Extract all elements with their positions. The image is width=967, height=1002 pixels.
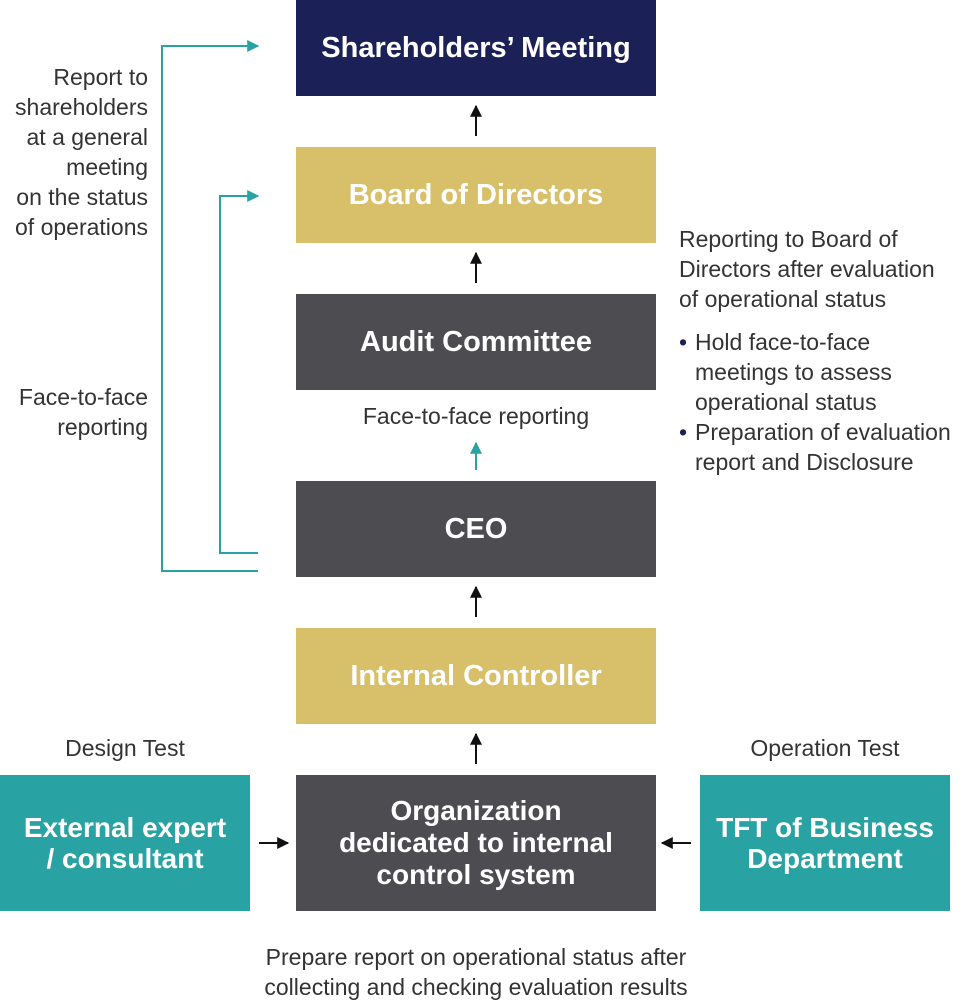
- face-to-face-center-label: Face-to-face reporting: [362, 403, 590, 429]
- audit-committee-label: Audit Committee: [360, 325, 592, 358]
- prepare-report-line-2: collecting and checking evaluation resul…: [264, 974, 688, 1000]
- shareholders-meeting-label: Shareholders’ Meeting: [321, 31, 631, 64]
- tft-business-box: TFT of Business Department: [700, 775, 950, 911]
- loop-to-shareholders: [161, 40, 260, 572]
- board-reporting-bullets: Hold face-to-face meetings to assess ope…: [679, 327, 967, 477]
- organization-box: Organization dedicated to internal contr…: [296, 775, 656, 911]
- tft-business-label-line-2: Department: [747, 843, 903, 874]
- face-to-face-left-label: Face-to-face reporting: [0, 382, 148, 442]
- board-reporting-line-1: Reporting to Board of: [679, 226, 898, 252]
- report-line-6: of operations: [15, 214, 148, 240]
- report-to-shareholders-label: Report to shareholders at a general meet…: [0, 62, 148, 242]
- face-to-face-left-line-2: reporting: [57, 414, 148, 440]
- board-reporting-label: Reporting to Board of Directors after ev…: [679, 224, 967, 314]
- report-line-4: meeting: [66, 154, 148, 180]
- report-line-5: on the status: [16, 184, 148, 210]
- report-line-1: Report to: [53, 64, 148, 90]
- report-line-3: at a general: [26, 124, 148, 150]
- bullet-2-line-2: report and Disclosure: [695, 449, 914, 475]
- organization-label-line-2: dedicated to internal: [339, 827, 613, 858]
- internal-controller-label: Internal Controller: [350, 659, 602, 692]
- design-test-label: Design Test: [65, 735, 185, 761]
- external-expert-label-line-1: External expert: [23, 812, 227, 843]
- shareholders-meeting-box: Shareholders’ Meeting: [296, 0, 656, 96]
- external-expert-box: External expert / consultant: [0, 775, 250, 911]
- loop-to-board: [219, 190, 260, 554]
- bullet-1-line-3: operational status: [695, 389, 877, 415]
- bullet-2-line-1: Preparation of evaluation: [695, 419, 951, 445]
- prepare-report-line-1: Prepare report on operational status aft…: [265, 944, 687, 970]
- face-to-face-left-line-1: Face-to-face: [18, 384, 148, 410]
- board-reporting-line-2: Directors after evaluation: [679, 256, 935, 282]
- board-reporting-line-3: of operational status: [679, 286, 887, 312]
- audit-committee-box: Audit Committee: [296, 294, 656, 390]
- organization-label-line-3: control system: [376, 859, 576, 890]
- tft-business-label-line-1: TFT of Business: [716, 812, 934, 843]
- board-of-directors-label: Board of Directors: [348, 178, 604, 211]
- report-line-2: shareholders: [15, 94, 148, 120]
- ceo-box: CEO: [296, 481, 656, 577]
- bullet-1-line-2: meetings to assess: [695, 359, 892, 385]
- prepare-report-label: Prepare report on operational status aft…: [196, 942, 756, 1002]
- operation-test-label: Operation Test: [750, 735, 900, 761]
- bullet-1-line-1: Hold face-to-face: [695, 329, 871, 355]
- board-of-directors-box: Board of Directors: [296, 147, 656, 243]
- bullet-item: Hold face-to-face meetings to assess ope…: [679, 327, 967, 417]
- bullet-item: Preparation of evaluation report and Dis…: [679, 417, 967, 477]
- organization-label-line-1: Organization: [390, 795, 562, 826]
- ceo-label: CEO: [444, 512, 508, 545]
- internal-controller-box: Internal Controller: [296, 628, 656, 724]
- external-expert-label-line-2: / consultant: [46, 843, 204, 874]
